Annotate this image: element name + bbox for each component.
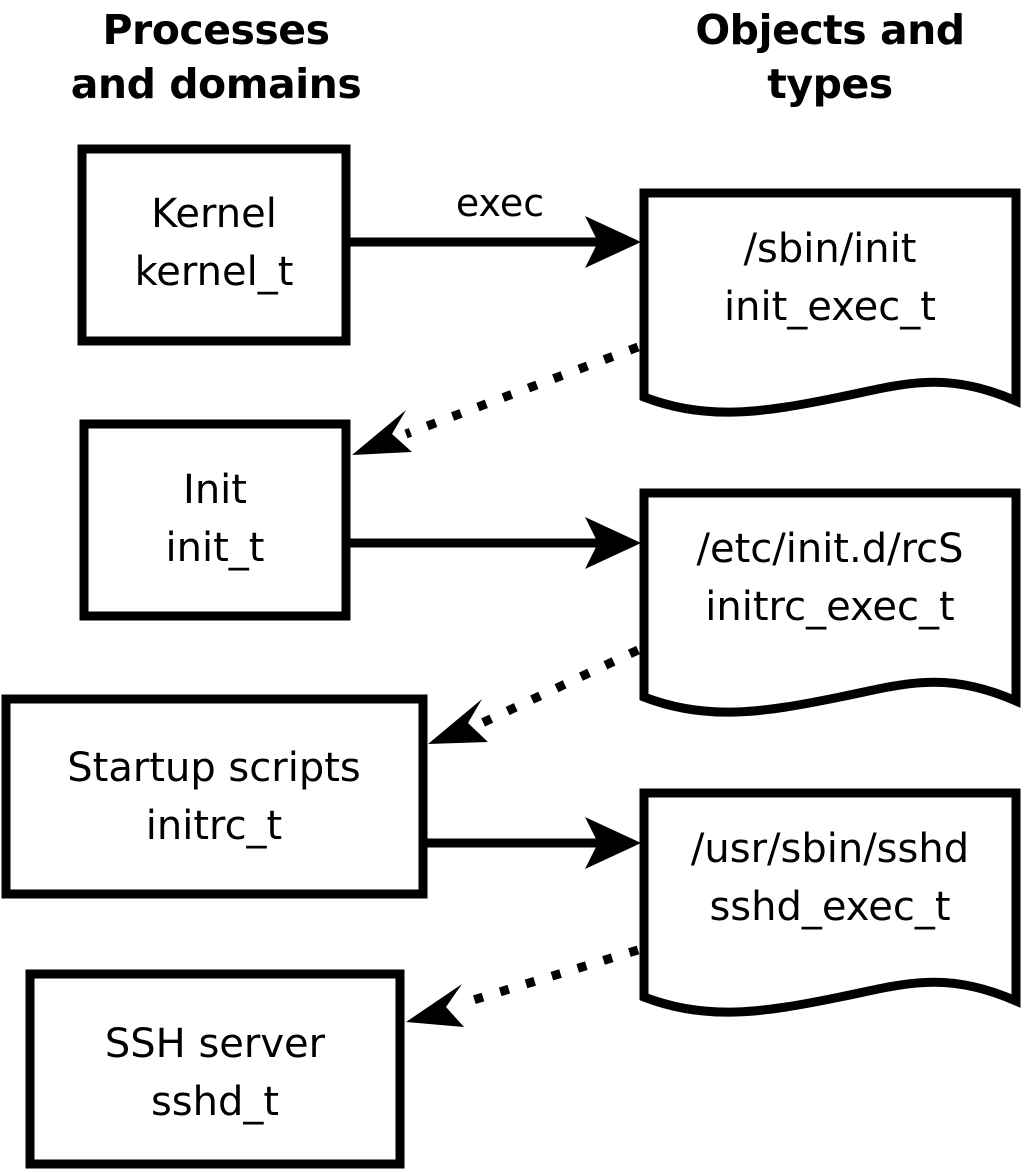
column-header-processes-line2: and domains bbox=[71, 60, 362, 108]
arrowhead-init-exec bbox=[585, 517, 641, 569]
node-sshd-exec-type: sshd_exec_t bbox=[709, 884, 950, 930]
node-sshd-exec[interactable]: /usr/sbin/sshd sshd_exec_t bbox=[639, 788, 1021, 1017]
node-init-exec-type: init_exec_t bbox=[724, 284, 936, 330]
node-ssh-server[interactable]: SSH server sshd_t bbox=[25, 969, 405, 1169]
arrowhead-kernel-exec bbox=[585, 216, 641, 268]
node-initrc-exec[interactable]: /etc/init.d/rcS initrc_exec_t bbox=[639, 488, 1021, 717]
column-header-processes-line1: Processes bbox=[102, 6, 329, 54]
node-sshd-exec-path: /usr/sbin/sshd bbox=[691, 826, 969, 872]
node-init-exec-path: /sbin/init bbox=[744, 226, 917, 272]
node-init[interactable]: Init init_t bbox=[79, 419, 351, 621]
arrowhead-initrc-exec bbox=[585, 817, 641, 869]
edge-label-exec: exec bbox=[456, 181, 544, 225]
node-kernel-type: kernel_t bbox=[135, 249, 294, 295]
node-ssh-server-box[interactable] bbox=[25, 969, 405, 1169]
node-startup-scripts-type: initrc_t bbox=[146, 803, 283, 849]
node-startup-scripts-box[interactable] bbox=[1, 694, 428, 899]
node-kernel-name: Kernel bbox=[151, 191, 277, 237]
column-header-objects-line1: Objects and bbox=[695, 6, 964, 54]
column-header-objects-line2: types bbox=[767, 60, 892, 108]
node-kernel-box[interactable] bbox=[77, 144, 351, 346]
edge-init-exec-transition-init bbox=[352, 342, 640, 455]
edge-line-initrc-transition bbox=[480, 645, 640, 728]
node-ssh-server-name: SSH server bbox=[105, 1021, 326, 1067]
node-initrc-exec-document[interactable] bbox=[639, 488, 1021, 717]
node-init-type: init_t bbox=[166, 525, 265, 571]
edge-kernel-exec-init-exec: exec bbox=[350, 181, 641, 268]
node-init-box[interactable] bbox=[79, 419, 351, 621]
column-header-processes: Processes and domains bbox=[71, 6, 362, 108]
edge-initrc-exec-sshd-exec bbox=[427, 817, 641, 869]
node-init-exec[interactable]: /sbin/init init_exec_t bbox=[639, 188, 1021, 417]
node-initrc-exec-path: /etc/init.d/rcS bbox=[696, 526, 963, 572]
arrowhead-sshd-transition bbox=[406, 984, 464, 1027]
edge-sshd-exec-transition-sshd bbox=[406, 945, 640, 1027]
edge-init-exec-initrc-exec bbox=[350, 517, 641, 569]
node-init-name: Init bbox=[183, 467, 247, 513]
column-header-objects: Objects and types bbox=[695, 6, 965, 108]
node-initrc-exec-type: initrc_exec_t bbox=[705, 584, 954, 630]
edge-initrc-exec-transition-initrc bbox=[428, 645, 640, 744]
node-kernel[interactable]: Kernel kernel_t bbox=[77, 144, 351, 346]
edge-line-sshd-transition bbox=[458, 945, 640, 1009]
node-ssh-server-type: sshd_t bbox=[151, 1079, 279, 1125]
arrowhead-initrc-transition bbox=[428, 699, 488, 744]
node-sshd-exec-document[interactable] bbox=[639, 788, 1021, 1017]
edge-line-init-transition bbox=[404, 342, 640, 439]
arrowhead-init-transition bbox=[352, 410, 412, 455]
node-startup-scripts-name: Startup scripts bbox=[67, 745, 360, 791]
node-init-exec-document[interactable] bbox=[639, 188, 1021, 417]
node-startup-scripts[interactable]: Startup scripts initrc_t bbox=[1, 694, 428, 899]
